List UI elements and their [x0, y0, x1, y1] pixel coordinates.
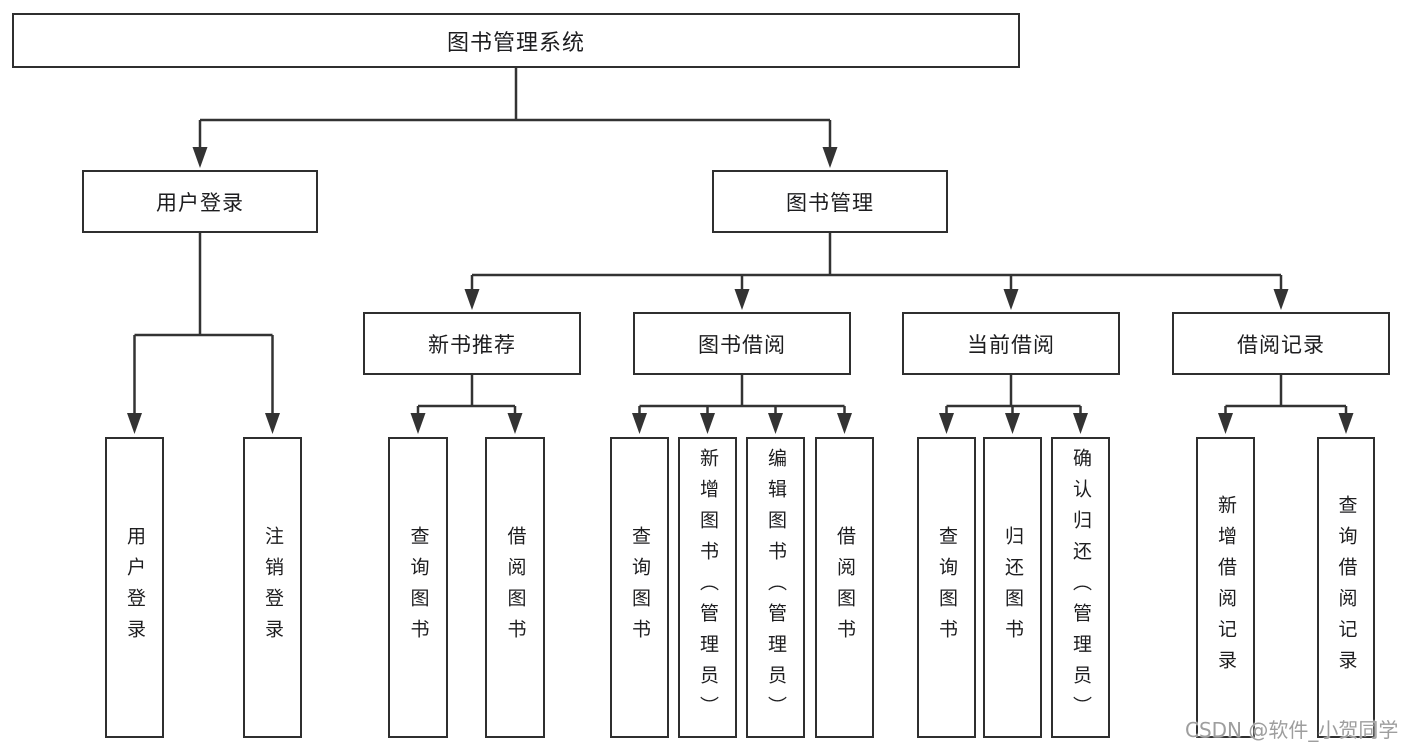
- leaf-user-login: 用户登录: [105, 437, 164, 738]
- node-new-book-recommend: 新书推荐: [363, 312, 581, 375]
- node-borrow-record: 借阅记录: [1172, 312, 1390, 375]
- node-current-borrow: 当前借阅: [902, 312, 1120, 375]
- leaf-query-book-current: 查询图书: [917, 437, 976, 738]
- leaf-borrow-book-recommend: 借阅图书: [485, 437, 545, 738]
- leaf-edit-book-admin: 编辑图书（管理员）: [746, 437, 805, 738]
- leaf-query-book-recommend: 查询图书: [388, 437, 448, 738]
- leaf-borrow-book: 借阅图书: [815, 437, 874, 738]
- leaf-confirm-return-admin: 确认归还（管理员）: [1051, 437, 1110, 738]
- arrowhead-icons: [127, 147, 1354, 434]
- leaf-query-borrow-record: 查询借阅记录: [1317, 437, 1375, 738]
- leaf-query-book-borrow: 查询图书: [610, 437, 669, 738]
- leaf-add-borrow-record: 新增借阅记录: [1196, 437, 1255, 738]
- csdn-watermark: CSDN @软件_小贺同学: [1185, 718, 1399, 742]
- leaf-add-book-admin: 新增图书（管理员）: [678, 437, 737, 738]
- leaf-return-book: 归还图书: [983, 437, 1042, 738]
- node-library-management-system: 图书管理系统: [12, 13, 1020, 68]
- leaf-logout: 注销登录: [243, 437, 302, 738]
- node-book-management: 图书管理: [712, 170, 948, 233]
- node-book-borrow: 图书借阅: [633, 312, 851, 375]
- node-user-login: 用户登录: [82, 170, 318, 233]
